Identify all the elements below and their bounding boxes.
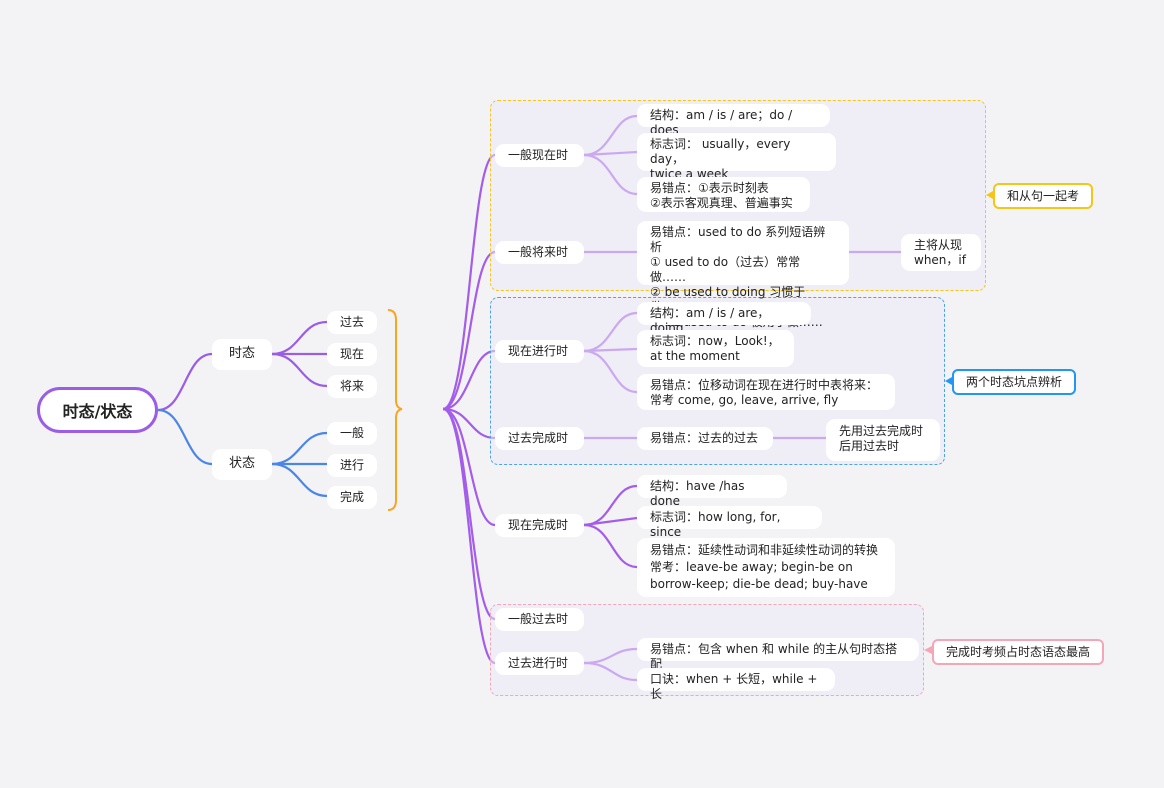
node-general-future[interactable]: 一般将来时 xyxy=(495,241,584,264)
node-future[interactable]: 将来 xyxy=(327,375,377,398)
detail-past-progressive-mnemonic[interactable]: 口诀：when + 长短，while + 长 xyxy=(637,668,835,701)
node-present[interactable]: 现在 xyxy=(327,343,377,366)
detail-present-progressive-pitfall[interactable]: 易错点：位移动词在现在进行时中表将来： 常考 come, go, leave, … xyxy=(637,374,895,410)
tag-two-tense-pitfalls[interactable]: 两个时态坑点辨析 xyxy=(952,369,1077,395)
detail-present-progressive-structure[interactable]: 结构：am / is / are，doing xyxy=(637,302,811,335)
node-perfect[interactable]: 完成 xyxy=(327,486,377,509)
note-past-perfect[interactable]: 先用过去完成时 后用过去时 xyxy=(826,419,940,461)
node-simple[interactable]: 一般 xyxy=(327,422,377,445)
detail-general-future-pitfall[interactable]: 易错点：used to do 系列短语辨析 ① used to do（过去）常常… xyxy=(637,221,849,329)
node-past[interactable]: 过去 xyxy=(327,311,377,334)
node-zhuangtai[interactable]: 状态 xyxy=(212,449,272,480)
detail-present-perfect-markers[interactable]: 标志词：how long, for, since xyxy=(637,506,822,539)
node-progressive[interactable]: 进行 xyxy=(327,454,377,477)
detail-past-perfect-pitfall[interactable]: 易错点：过去的过去 xyxy=(637,427,773,450)
node-shitai[interactable]: 时态 xyxy=(212,339,272,370)
node-general-past[interactable]: 一般过去时 xyxy=(495,608,584,631)
connector-root-zhuangtai xyxy=(157,408,213,466)
tag-perfect-frequency[interactable]: 完成时考频占时态语态最高 xyxy=(932,639,1105,665)
node-general-present[interactable]: 一般现在时 xyxy=(495,144,584,167)
detail-present-perfect-pitfall[interactable]: 易错点：延续性动词和非延续性动词的转换 常考：leave-be away; be… xyxy=(637,538,895,597)
detail-present-perfect-structure[interactable]: 结构：have /has done xyxy=(637,475,787,508)
detail-present-progressive-markers[interactable]: 标志词：now，Look!， at the moment xyxy=(637,330,794,367)
detail-general-present-structure[interactable]: 结构：am / is / are；do / does xyxy=(637,104,830,137)
node-past-progressive[interactable]: 过去进行时 xyxy=(495,652,584,675)
detail-past-progressive-pitfall[interactable]: 易错点：包含 when 和 while 的主从句时态搭配 xyxy=(637,638,919,671)
tag-with-clauses[interactable]: 和从句一起考 xyxy=(993,183,1094,209)
note-general-future[interactable]: 主将从现 when，if xyxy=(901,234,981,271)
node-past-perfect[interactable]: 过去完成时 xyxy=(495,427,584,450)
root-node[interactable]: 时态/状态 xyxy=(37,387,158,433)
summary-brace xyxy=(387,309,403,511)
detail-general-present-pitfall[interactable]: 易错点：①表示时刻表 ②表示客观真理、普遍事实 xyxy=(637,177,810,212)
node-present-progressive[interactable]: 现在进行时 xyxy=(495,340,584,363)
node-present-perfect[interactable]: 现在完成时 xyxy=(495,514,584,537)
connector-root-shitai xyxy=(157,352,213,412)
detail-general-present-markers[interactable]: 标志词： usually，every day， twice a week xyxy=(637,133,836,181)
